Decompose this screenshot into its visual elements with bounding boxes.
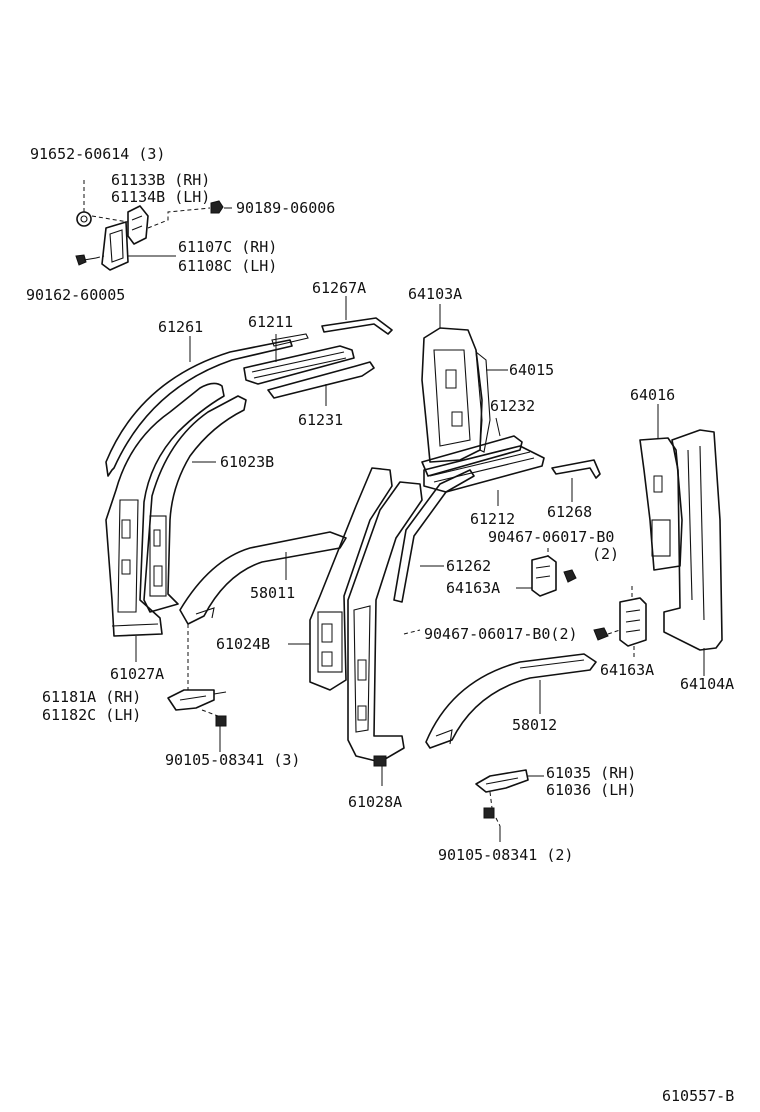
strip-61262 — [393, 469, 475, 603]
label-61035: 61035 (RH) — [546, 764, 636, 782]
label-61107c: 61107C (RH) — [178, 238, 277, 256]
label-61232: 61232 — [490, 397, 535, 415]
label-64103a: 64103A — [408, 285, 462, 303]
panel-64104a — [663, 429, 723, 651]
strip-64015 — [475, 350, 491, 453]
left-quarter-panel-group — [105, 296, 393, 752]
label-91652-60614: 91652-60614 (3) — [30, 145, 165, 163]
label-61028a: 61028A — [348, 793, 402, 811]
label-qty-2-center: (2) — [592, 545, 619, 563]
panel-61023b — [143, 395, 247, 613]
label-64104a: 64104A — [680, 675, 734, 693]
panel-61027a — [105, 382, 225, 637]
scuff-61212 — [423, 445, 545, 493]
wheelhouse-58012 — [425, 653, 597, 749]
weatherstrip-61261 — [105, 339, 293, 477]
label-61262: 61262 — [446, 557, 491, 575]
bolt-90105-2 — [483, 807, 495, 819]
rear-wheelhouse-group — [425, 653, 597, 842]
fuel-lid-assembly — [75, 178, 232, 271]
label-61261: 61261 — [158, 318, 203, 336]
label-61212: 61212 — [470, 510, 515, 528]
clip-90467-center — [563, 569, 577, 583]
label-90189-06006: 90189-06006 — [236, 199, 335, 217]
label-61182c: 61182C (LH) — [42, 706, 141, 724]
sill-61231 — [267, 361, 375, 399]
bracket-61133b — [127, 205, 149, 245]
clip-90467-lower — [593, 627, 609, 641]
label-64015: 64015 — [509, 361, 554, 379]
panel-64103a — [421, 327, 483, 463]
rear-pillar-group — [421, 304, 508, 463]
lid-61107c — [101, 221, 129, 271]
label-61027a: 61027A — [110, 665, 164, 683]
wheelhouse-58011 — [179, 531, 347, 625]
pillar-61028a — [347, 481, 423, 763]
strip-61267a — [321, 317, 393, 335]
label-61211: 61211 — [248, 313, 293, 331]
scuff-plate-61211 — [243, 345, 355, 385]
label-61181a: 61181A (RH) — [42, 688, 141, 706]
label-90162-60005: 90162-60005 — [26, 286, 125, 304]
sill-61232 — [421, 435, 523, 477]
label-58011: 58011 — [250, 584, 295, 602]
label-61268: 61268 — [547, 503, 592, 521]
label-61267a: 61267A — [312, 279, 366, 297]
clip-91652 — [76, 211, 92, 227]
bracket-64163a-center — [531, 555, 557, 597]
diagram-reference-number: 610557-B — [662, 1087, 734, 1105]
bolt-90105-3 — [215, 715, 227, 727]
label-58012: 58012 — [512, 716, 557, 734]
label-64163a-right: 64163A — [600, 661, 654, 679]
bracket-64163a-right — [619, 597, 647, 647]
center-pillar-group — [288, 417, 601, 786]
bracket-61181a — [167, 689, 215, 711]
panel-61024b — [309, 467, 393, 691]
strip-61268 — [551, 459, 601, 479]
label-61024b: 61024B — [216, 635, 270, 653]
label-64163a-center: 64163A — [446, 579, 500, 597]
label-90105-08341-3: 90105-08341 (3) — [165, 751, 300, 769]
scuff-strip-61211-small — [271, 333, 309, 347]
label-61134b: 61134B (LH) — [111, 188, 210, 206]
screw-90162 — [75, 254, 87, 266]
label-64016: 64016 — [630, 386, 675, 404]
nut-90189 — [210, 200, 224, 214]
label-61133b: 61133B (RH) — [111, 171, 210, 189]
bracket-61035 — [475, 769, 529, 793]
label-61036: 61036 (LH) — [546, 781, 636, 799]
label-61231: 61231 — [298, 411, 343, 429]
label-90105-08341-2: 90105-08341 (2) — [438, 846, 573, 864]
label-61023b: 61023B — [220, 453, 274, 471]
back-panel-group — [403, 404, 723, 676]
label-90467-06017-b0-center: 90467-06017-B0 — [488, 528, 614, 546]
label-90467-06017-b0-lower: 90467-06017-B0(2) — [424, 625, 578, 643]
label-61108c: 61108C (LH) — [178, 257, 277, 275]
